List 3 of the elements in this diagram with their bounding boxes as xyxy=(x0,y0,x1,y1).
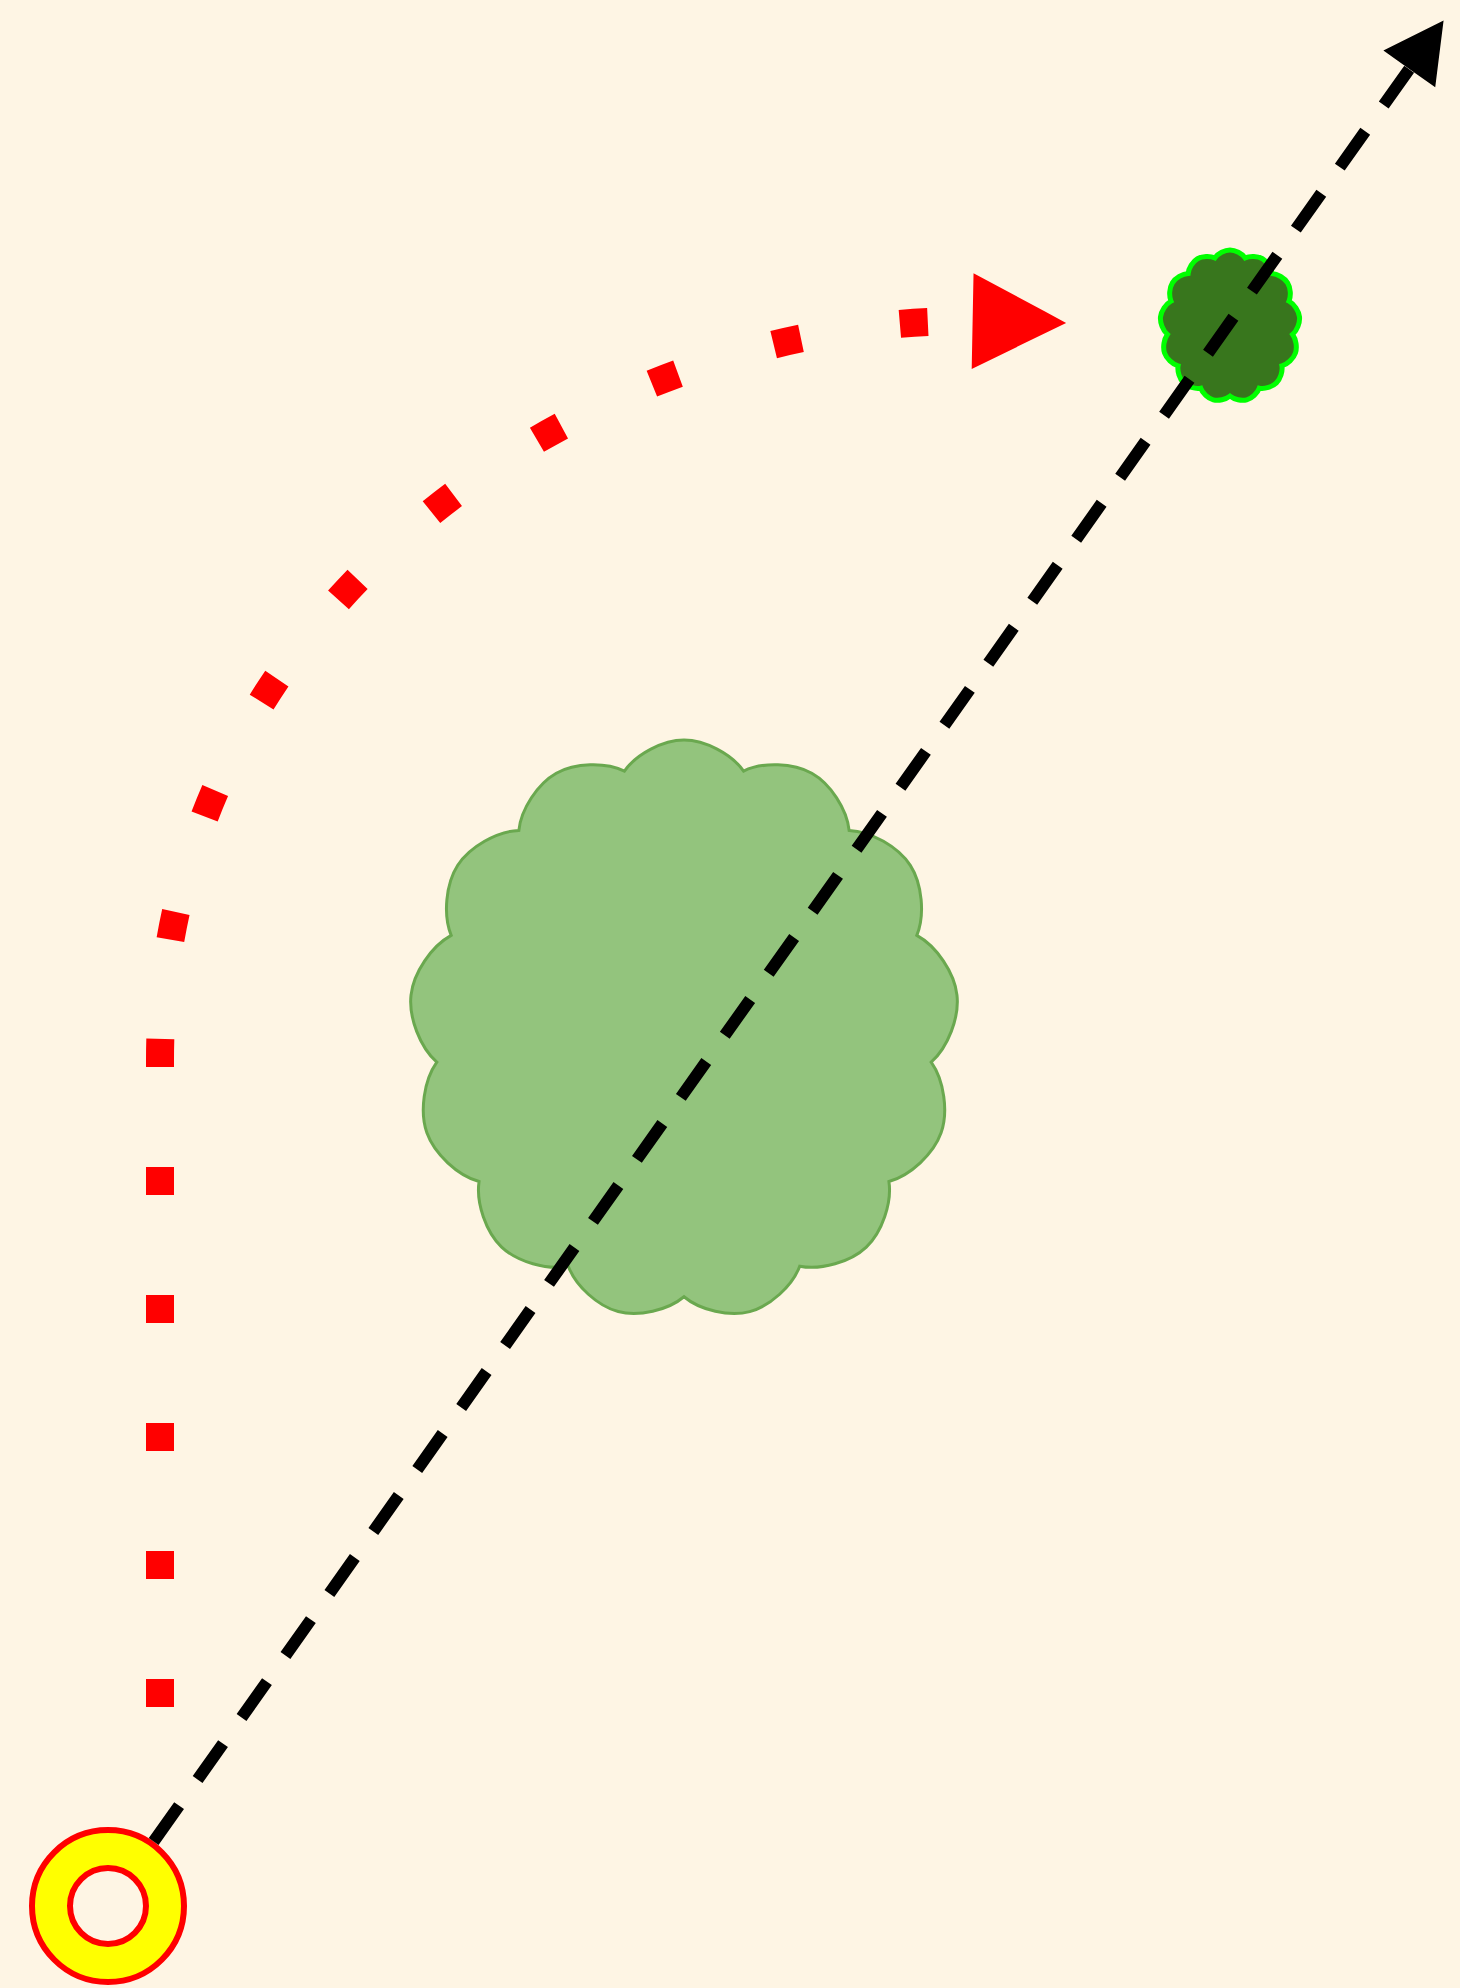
cloud-shape xyxy=(409,738,959,1315)
cloud-shape xyxy=(1157,247,1303,403)
ring-marker xyxy=(29,1827,187,1985)
